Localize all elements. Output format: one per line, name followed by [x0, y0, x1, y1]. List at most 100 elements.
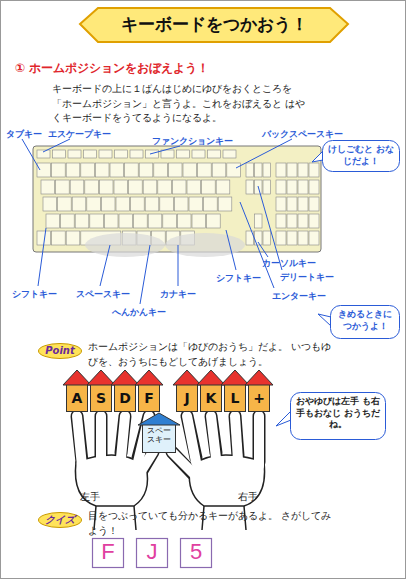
keyboard-case [33, 146, 321, 252]
numpad-key [287, 197, 297, 211]
bubble-join [331, 317, 333, 326]
key [183, 163, 197, 177]
badge-oval [39, 344, 82, 359]
key [46, 214, 60, 228]
key [37, 150, 50, 158]
key [192, 150, 205, 158]
node-text: + [248, 386, 270, 410]
node-text: スペースキー [140, 426, 178, 444]
key [87, 197, 101, 211]
home-key-house: + [248, 370, 270, 412]
key [115, 150, 128, 158]
key-label: カナキー [160, 288, 196, 301]
node-text: D [114, 386, 136, 410]
key [208, 150, 221, 158]
house-roof [63, 370, 91, 385]
key [172, 180, 186, 194]
key [202, 180, 216, 194]
bubble-tail [318, 314, 331, 326]
key [158, 180, 172, 194]
numpad-key [298, 163, 308, 177]
house-roof [135, 370, 163, 385]
key-label: へんかんキー [112, 306, 166, 319]
key [160, 197, 174, 211]
key [129, 180, 143, 194]
home-key-house: S [90, 370, 112, 412]
key [119, 214, 133, 228]
key [81, 163, 95, 177]
key [187, 180, 201, 194]
node-text: S [90, 386, 112, 410]
key-label: バックスペースキー [262, 128, 343, 141]
quiz-badge: クイズ [38, 512, 82, 528]
key [145, 197, 159, 211]
numpad-key [309, 163, 319, 177]
key [53, 150, 66, 158]
key [131, 197, 145, 211]
key-label: カーソルキー [262, 257, 316, 270]
node-text: F [138, 386, 160, 410]
numpad-key [298, 180, 308, 194]
bubble-body [291, 393, 386, 440]
house-roof [245, 370, 273, 385]
title: キーボードをつかおう！ [98, 13, 330, 36]
home-key-house: L [224, 370, 246, 412]
key [52, 231, 66, 245]
keyboard [33, 146, 321, 252]
house-body [67, 384, 88, 412]
numpad-key [298, 197, 308, 211]
house-roof [173, 370, 201, 385]
key [198, 163, 212, 177]
node-text: おやゆびは左手 も右手もおなじ おうちだね。 [295, 396, 381, 431]
numpad-key [276, 231, 286, 245]
key [146, 150, 159, 158]
home-key-house: D [114, 370, 136, 412]
key-outline [137, 539, 168, 568]
bubble-body [323, 141, 400, 172]
key [70, 180, 84, 194]
numpad-key [298, 231, 308, 245]
key-outline [181, 539, 212, 568]
key-label: タブキー [6, 128, 42, 141]
node-text: F [92, 538, 124, 566]
quiz-text: 目をつぶっていても分かるキーがあるよ。 さがしてみよう！ [88, 509, 338, 538]
key [204, 197, 218, 211]
hand-shadow [165, 233, 245, 257]
hand-label: 右手 [238, 490, 258, 504]
key [110, 163, 124, 177]
numpad-key [287, 163, 297, 177]
home-key-house: K [200, 370, 222, 412]
numpad-key [309, 214, 319, 228]
key-label: エスケープキー [48, 128, 111, 141]
key-label: ファンクションキー [152, 135, 233, 148]
key [218, 197, 232, 211]
key [246, 180, 254, 194]
point-text: ホームポジションは「ゆびのおうち」だよ。 いつもゆびを、おうちにもどしてあげまし… [88, 340, 338, 369]
key [68, 150, 81, 158]
title-banner [80, 8, 348, 42]
numpad-key [287, 231, 297, 245]
key [163, 214, 177, 228]
bubble-join [323, 151, 325, 160]
node-text: J [136, 538, 168, 566]
house-roof [111, 370, 139, 385]
point-badge: Point [38, 343, 82, 359]
key [61, 214, 75, 228]
key [43, 197, 57, 211]
house-body [177, 384, 198, 412]
house-roof [197, 370, 225, 385]
key-label: スペースキー [76, 288, 130, 301]
node-text: クイズ [42, 513, 78, 527]
key [56, 180, 70, 194]
intro-text: キーボードの上に１ばんはじめにゆびをおくところを 「ホームポジション」と言うよ。… [52, 82, 308, 126]
hand-shadow [85, 233, 165, 257]
node-text: A [66, 386, 88, 410]
key [66, 163, 80, 177]
key [143, 180, 157, 194]
node-text: K [200, 386, 222, 410]
key [174, 197, 188, 211]
badge-oval [39, 513, 82, 528]
key [255, 163, 263, 177]
numpad-key [298, 214, 308, 228]
house-body [249, 384, 270, 412]
